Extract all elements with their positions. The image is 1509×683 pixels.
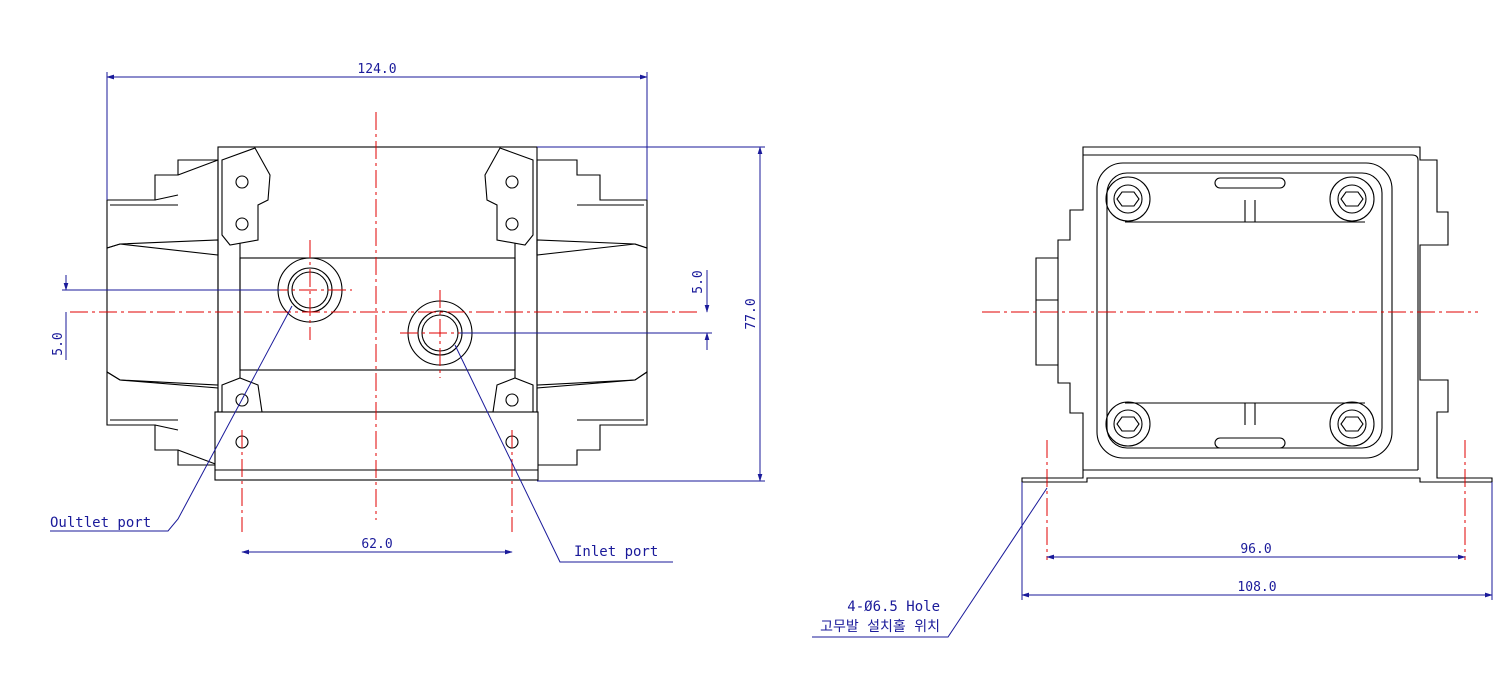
- side-bolt-boss: [1329, 176, 1375, 222]
- side-slot-bottom: [1214, 437, 1286, 449]
- side-ribs: [1125, 221, 1365, 404]
- hex-nut-icon: [1340, 416, 1364, 432]
- inlet-port-label: Inlet port: [574, 544, 658, 560]
- bolt-hole-icon: [505, 217, 519, 231]
- side-bolt-boss: [1105, 401, 1151, 447]
- hole-note-leader: [812, 487, 1048, 638]
- lug-top-right: [484, 147, 534, 246]
- height-dimension: 77.0: [744, 298, 759, 329]
- lug-top-left: [221, 147, 271, 246]
- side-housing-outline: [1021, 146, 1493, 483]
- bolt-hole-icon: [235, 393, 249, 407]
- valve-plate: [239, 257, 516, 371]
- offset-right-dimension: 5.0: [691, 270, 706, 293]
- hole-span-dimension: 96.0: [1240, 542, 1271, 557]
- left-housing-chamfers: [154, 159, 219, 466]
- width-dimension: 124.0: [357, 62, 396, 77]
- side-bolt-boss: [1105, 176, 1151, 222]
- side-view: 96.0 108.0 4-Ø6.5 Hole 고무발 설치홀 위치: [812, 146, 1493, 638]
- hole-note-line1: 4-Ø6.5 Hole: [847, 599, 940, 615]
- bolt-hole-icon: [505, 393, 519, 407]
- hex-nut-icon: [1340, 191, 1364, 207]
- side-bolt-boss: [1329, 401, 1375, 447]
- lug-bottom-left: [221, 377, 263, 413]
- right-housing-lower: [536, 370, 648, 466]
- side-bolt-icon: [1337, 184, 1367, 214]
- bolt-hole-icon: [235, 217, 249, 231]
- right-housing-detail: [577, 204, 644, 421]
- hex-nut-icon: [1116, 416, 1140, 432]
- front-view: 124.0 77.0 5.0 5.0 62.0 Oultlet port Inl…: [50, 62, 765, 563]
- side-bolt-icon: [1113, 184, 1143, 214]
- outlet-leader: [50, 305, 293, 532]
- inlet-leader: [454, 344, 673, 563]
- side-cover-plate: [1096, 162, 1393, 459]
- mount-dimension: 62.0: [361, 537, 392, 552]
- hex-nut-icon: [1116, 191, 1140, 207]
- left-housing-lower: [106, 371, 219, 466]
- bolt-hole-icon: [505, 175, 519, 189]
- side-bolt-icon: [1113, 409, 1143, 439]
- side-bolt-icon: [1337, 409, 1367, 439]
- outlet-port-label: Oultlet port: [50, 515, 151, 531]
- side-slot-top: [1214, 177, 1286, 189]
- hole-note-line2: 고무발 설치홀 위치: [820, 619, 940, 635]
- side-top-edge: [1083, 154, 1419, 470]
- offset-left-dimension: 5.0: [51, 332, 66, 355]
- bolt-hole-icon: [235, 175, 249, 189]
- body-inner-lines: [239, 200, 516, 412]
- left-housing-detail: [110, 204, 178, 421]
- base-width-dimension: 108.0: [1237, 580, 1276, 595]
- lug-bottom-right: [492, 377, 534, 413]
